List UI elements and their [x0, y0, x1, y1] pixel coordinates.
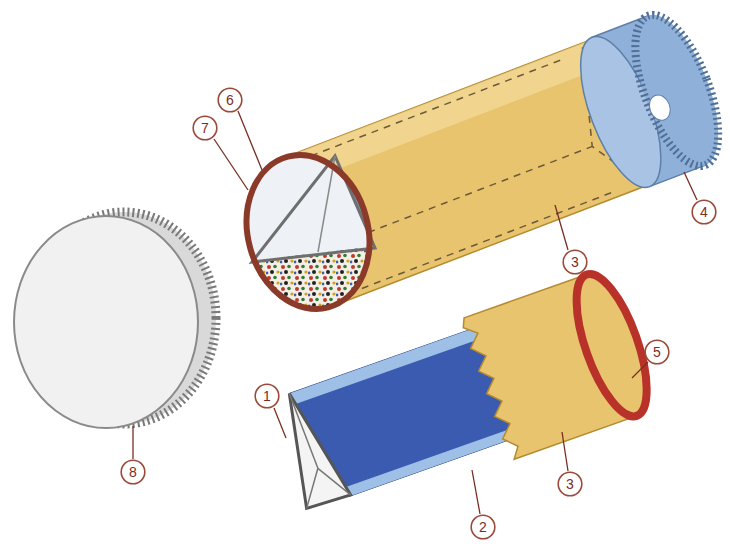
callout-number: 3 [566, 477, 574, 491]
mirror-edge [318, 156, 335, 252]
callout-ring [692, 200, 716, 224]
hidden-mirror-edge [362, 192, 614, 289]
leader-line [555, 205, 568, 250]
leader-line [472, 470, 480, 514]
mirror-prism [264, 266, 661, 530]
leader-line [632, 362, 648, 378]
callout-circle: 1 [254, 383, 280, 409]
callout-number: 1 [263, 389, 271, 403]
callout-ring [563, 250, 587, 274]
callout-circle: 2 [470, 514, 496, 540]
callout-number: 3 [571, 255, 579, 269]
callout-ring [645, 340, 669, 364]
callout-circle: 4 [691, 199, 717, 225]
callout-number: 2 [479, 520, 487, 534]
callout-number: 7 [201, 121, 209, 135]
callout-number: 4 [700, 205, 708, 219]
mirror-triangle [252, 156, 375, 262]
red-ring [562, 266, 661, 425]
hidden-mirror-edge [311, 59, 563, 156]
tube-rim [230, 141, 386, 323]
leader-line [214, 139, 248, 190]
hidden-mirror-edge [344, 145, 596, 242]
callout-ring [121, 460, 145, 484]
callout-number: 5 [653, 345, 661, 359]
eye-hole [646, 92, 674, 123]
callout-number: 6 [226, 93, 234, 107]
prism-inner-edge [318, 461, 351, 502]
callout-ring [193, 116, 217, 140]
callout-number: 8 [129, 465, 137, 479]
leader-line [238, 111, 262, 170]
prism-inner-edge [289, 393, 318, 469]
callout-circle: 6 [217, 87, 243, 113]
callout-ring [558, 472, 582, 496]
leader-line [562, 432, 568, 471]
callout-ring [471, 515, 495, 539]
callout-ring [255, 384, 279, 408]
leader-line [132, 426, 133, 459]
eyepiece-ridges [618, 4, 730, 176]
callout-ring [218, 88, 242, 112]
callout-circle: 7 [192, 115, 218, 141]
lid-face [14, 216, 198, 428]
leader-line [684, 172, 697, 200]
leader-lines [133, 111, 697, 514]
callout-circle: 3 [562, 249, 588, 275]
callout-circle: 8 [120, 459, 146, 485]
leader-line [274, 408, 286, 438]
callout-circle: 3 [557, 471, 583, 497]
callout-circle: 5 [644, 339, 670, 365]
prism-end [269, 386, 351, 511]
